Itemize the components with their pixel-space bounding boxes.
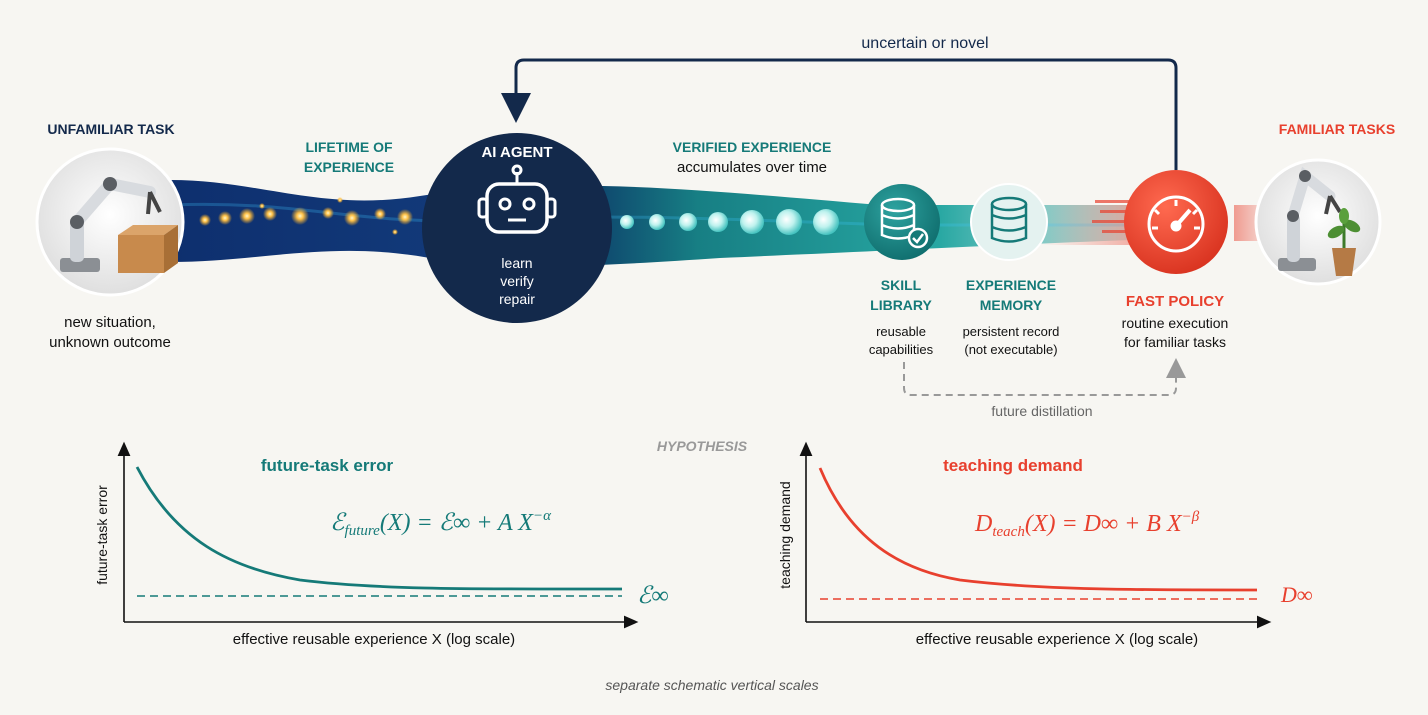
- chart-1-curve: [135, 466, 623, 591]
- robot-arm-with-plant-icon: [1254, 158, 1382, 286]
- experience-memory-desc-1: persistent record: [963, 324, 1060, 339]
- skill-library-desc-1: reusable: [876, 324, 926, 339]
- lifetime-label-2: EXPERIENCE: [304, 159, 394, 175]
- fast-policy-node: [1124, 170, 1228, 274]
- chart-2-ylabel: teaching demand: [777, 481, 793, 588]
- fast-policy-desc-2: for familiar tasks: [1124, 334, 1226, 350]
- chart-1-formula-exp: −α: [533, 508, 552, 524]
- chart-1-formula-rhs: (X) = ℰ∞ + A X: [380, 510, 534, 536]
- unfamiliar-task-caption-2: unknown outcome: [49, 334, 171, 351]
- hypothesis-label: HYPOTHESIS: [657, 438, 748, 454]
- experience-sparks: [199, 197, 413, 235]
- database-check-icon: [880, 197, 929, 249]
- unfamiliar-task-title: UNFAMILIAR TASK: [47, 121, 174, 137]
- chart-1-ylabel: future-task error: [94, 485, 110, 585]
- chart-2-formula: Dteach(X) = D∞ + B X−β: [974, 509, 1200, 540]
- experience-memory-title-1: EXPERIENCE: [966, 277, 1056, 293]
- fast-policy-title: FAST POLICY: [1126, 293, 1224, 310]
- feedback-loop-arrow: [501, 58, 1178, 170]
- chart-1-xlabel: effective reusable experience X (log sca…: [233, 631, 515, 648]
- chart-2-formula-sub: teach: [992, 524, 1024, 540]
- feedback-loop-label: uncertain or novel: [861, 35, 988, 52]
- ai-agent-title: AI AGENT: [481, 144, 552, 161]
- chart-2-formula-lhs: D: [974, 511, 992, 537]
- verified-experience-title: VERIFIED EXPERIENCE: [673, 139, 832, 155]
- robot-arm-with-box-icon: [35, 147, 185, 297]
- database-icon: [990, 196, 1028, 243]
- chart-2-formula-rhs: (X) = D∞ + B X: [1025, 511, 1183, 537]
- verified-experience-subtitle: accumulates over time: [677, 159, 827, 176]
- chart-2-asymptote-label: D∞: [1280, 582, 1313, 607]
- chart-1-formula: ℰfuture(X) = ℰ∞ + A X−α: [330, 508, 552, 539]
- chart-2-xlabel: effective reusable experience X (log sca…: [916, 631, 1198, 648]
- skill-library-desc-2: capabilities: [869, 342, 934, 357]
- robot-face-icon: [477, 164, 557, 234]
- chart-2-formula-exp: −β: [1182, 509, 1200, 525]
- fast-policy-desc-1: routine execution: [1122, 315, 1229, 331]
- agent-step-learn: learn: [501, 255, 532, 271]
- experience-memory-title-2: MEMORY: [980, 297, 1043, 313]
- agent-step-verify: verify: [500, 273, 533, 289]
- unfamiliar-task-caption-1: new situation,: [64, 314, 156, 331]
- lifetime-label-1: LIFETIME OF: [305, 139, 393, 155]
- experience-memory-node: [970, 183, 1048, 261]
- skill-library-title-1: SKILL: [881, 277, 922, 293]
- skill-library-node: [864, 184, 940, 260]
- chart-1-asymptote-label: ℰ∞: [637, 583, 669, 609]
- chart-2-title: teaching demand: [943, 456, 1083, 475]
- skill-library-title-2: LIBRARY: [870, 297, 932, 313]
- footnote: separate schematic vertical scales: [605, 677, 818, 693]
- experience-memory-desc-2: (not executable): [964, 342, 1057, 357]
- chart-1-title: future-task error: [261, 456, 394, 475]
- teaching-demand-chart: teaching demand Dteach(X) = D∞ + B X−β D…: [777, 441, 1313, 648]
- speedometer-icon: [1147, 195, 1205, 253]
- agent-step-repair: repair: [499, 291, 535, 307]
- ai-agent-node: AI AGENT learn verify repair: [422, 133, 612, 323]
- future-task-error-chart: future-task error ℰfuture(X) = ℰ∞ + A X−…: [94, 441, 669, 648]
- chart-2-curve: [818, 467, 1258, 592]
- chart-1-formula-sub: future: [345, 523, 381, 539]
- familiar-tasks-title: FAMILIAR TASKS: [1279, 121, 1395, 137]
- future-distillation-label: future distillation: [991, 403, 1092, 419]
- future-distillation-arrow: [903, 358, 1186, 396]
- chart-1-formula-lhs: ℰ: [330, 510, 347, 536]
